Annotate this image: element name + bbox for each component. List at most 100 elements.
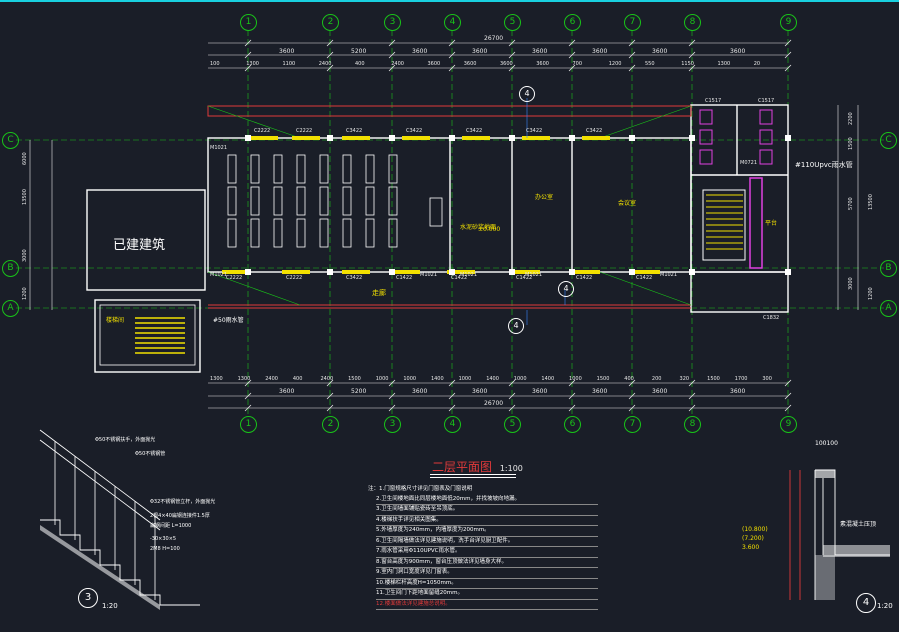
note-item: 10.楼梯栏杆高度H=1050mm。 (376, 579, 598, 589)
dim-tick (244, 392, 252, 400)
dim-tick (388, 379, 396, 387)
dim-top-small: 3600 (463, 61, 477, 67)
dim-tick (688, 64, 696, 72)
detail-3-bubble: 3 (78, 588, 98, 608)
corridor-diagonals (207, 105, 692, 306)
dim-tick (568, 64, 576, 72)
window-north (582, 136, 610, 140)
dim-tick (448, 404, 456, 412)
detail-3-drawing (39, 429, 200, 610)
dim-bottom-row: 5200 (351, 388, 367, 395)
dim-tick (568, 404, 576, 412)
dim-tick (448, 392, 456, 400)
room-a-label: 水泥砂浆地面 (460, 224, 497, 231)
dim-tick (244, 39, 252, 47)
notes-title: 注：1.门窗规格尺寸详见门窗表及门窗说明 (368, 486, 473, 492)
toilet-stall (699, 149, 713, 165)
dim-tick (508, 39, 516, 47)
detail-4-elev2: (7.200) (742, 535, 764, 542)
column (327, 269, 333, 275)
column (629, 269, 635, 275)
door-tag: M1021 (525, 272, 543, 278)
door-tag: C1517 (705, 98, 722, 104)
dim-tick (688, 51, 696, 59)
columns (245, 135, 791, 275)
note-item: 4.楼梯扶手详见相关图集。 (376, 516, 598, 526)
dim-bottom-row: 3600 (472, 388, 488, 395)
dim-tick (388, 392, 396, 400)
detail-3-note: 2根4×40扁钢连接件1.5厚 (150, 513, 210, 519)
dim-top-small: 3600 (427, 61, 441, 67)
dim-left: 1200 (22, 287, 28, 300)
dim-tick (388, 51, 396, 59)
dimension-ticks (244, 39, 792, 412)
dim-tick (784, 51, 792, 59)
stair-left (99, 304, 196, 366)
column (629, 135, 635, 141)
toilet-stall (759, 109, 773, 125)
column (327, 135, 333, 141)
dim-top-row: 3600 (730, 48, 746, 55)
toilet-fixtures (699, 109, 773, 165)
callout-ref-bottom: 4 (508, 318, 524, 334)
window-tag-south: C2222 (226, 275, 243, 281)
door-tag: M1021 (420, 272, 438, 278)
axis-bubble-top-9: 9 (780, 14, 797, 31)
dim-tick (508, 51, 516, 59)
column (509, 135, 515, 141)
dim-top-small: 3600 (536, 61, 549, 67)
south-windows (222, 270, 660, 274)
north-windows (250, 136, 610, 140)
dim-bottom-small: 1000 (458, 376, 472, 382)
axis-bubble-bottom-7: 7 (624, 416, 641, 433)
dim-tick (688, 404, 696, 412)
dim-tick (784, 379, 792, 387)
dim-bottom-small: 1500 (707, 376, 720, 382)
axis-bubble-bottom-1: 1 (240, 416, 257, 433)
dim-top-row: 3600 (652, 48, 668, 55)
dim-right: 3000 (848, 277, 854, 290)
detail-4-bubble: 4 (856, 593, 876, 613)
column (449, 135, 455, 141)
door-tag: M1021 (460, 272, 478, 278)
outer-walls (86, 104, 789, 373)
dim-tick (628, 379, 636, 387)
axis-bubble-bottom-4: 4 (444, 416, 461, 433)
desk (365, 218, 375, 248)
desk (388, 218, 398, 248)
window-tag-north: C3422 (406, 128, 423, 134)
window-tag-south: C3422 (346, 275, 363, 281)
dim-top-small: 1150 (681, 61, 694, 67)
callout-ref-mid: 4 (558, 281, 574, 297)
dim-bottom-small: 1300 (210, 376, 223, 382)
dim-tick (568, 39, 576, 47)
dim-tick (568, 392, 576, 400)
dim-top-small: 100 (210, 61, 220, 67)
notes-list: 2.卫生间楼地面比同层楼地面低20mm，并找坡坡向地漏。3.卫生间墙面铺贴瓷砖至… (368, 495, 598, 610)
note-item: 11.卫生间门下距地面留缝20mm。 (376, 589, 598, 600)
desk (250, 186, 260, 216)
corridor-label: 走廊 (372, 289, 386, 297)
axis-bubble-top-1: 1 (240, 14, 257, 31)
title-underline-2 (430, 477, 516, 478)
desk (342, 186, 352, 216)
dim-bottom-small: 200 (651, 376, 662, 382)
desk (227, 186, 237, 216)
toilet-stall (699, 129, 713, 145)
window-north (342, 136, 370, 140)
drawing-scale: 1:100 (499, 464, 523, 473)
dim-tick (244, 404, 252, 412)
dim-tick (448, 39, 456, 47)
desk (319, 154, 329, 184)
dim-tick (326, 51, 334, 59)
desk (273, 186, 283, 216)
drawing-title: 二层平面图 1:100 (432, 458, 523, 475)
window-tag-north: C3422 (526, 128, 543, 134)
window-tag-south: C1422 (396, 275, 413, 281)
window-north (402, 136, 430, 140)
window-tag-south: C1422 (636, 275, 653, 281)
dim-tick (326, 379, 334, 387)
dim-tick (688, 392, 696, 400)
dim-bottom-small: 400 (624, 376, 634, 382)
note-item: 3.卫生间墙面铺贴瓷砖至吊顶底。 (376, 505, 598, 516)
